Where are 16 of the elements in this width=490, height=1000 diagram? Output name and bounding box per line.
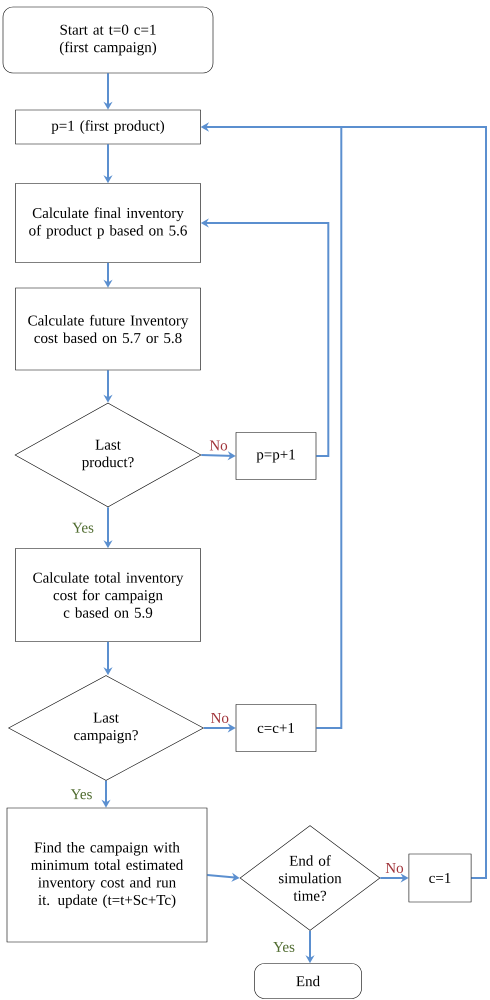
edge-label: No xyxy=(211,713,228,723)
edge-label: Yes xyxy=(273,942,294,952)
terminal-box: Start at t=0 c=1 (first campaign) xyxy=(2,6,214,74)
process-box: p=p+1 xyxy=(236,432,316,480)
edge-label: No xyxy=(210,440,228,450)
process-box: p=1 (first product) xyxy=(15,110,201,144)
terminal-box: End xyxy=(254,963,362,999)
process-box: c=1 xyxy=(408,854,472,902)
edge-label: No xyxy=(386,863,404,873)
process-box: Find the campaign with minimum total estimated inventory cost and run it. update (t=t+Sc+Tc) xyxy=(6,808,208,942)
edge-label: Yes xyxy=(70,789,92,800)
process-box: Calculate final inventory of product p based on 5.6 xyxy=(15,183,201,263)
process-box: c=c+1 xyxy=(236,704,316,752)
process-box: Calculate total inventory cost for campaign c based on 5.9 xyxy=(15,548,201,642)
process-box: Calculate future Inventory cost based on 5.7 or 5.8 xyxy=(15,288,201,370)
edge-label: Yes xyxy=(72,522,94,533)
